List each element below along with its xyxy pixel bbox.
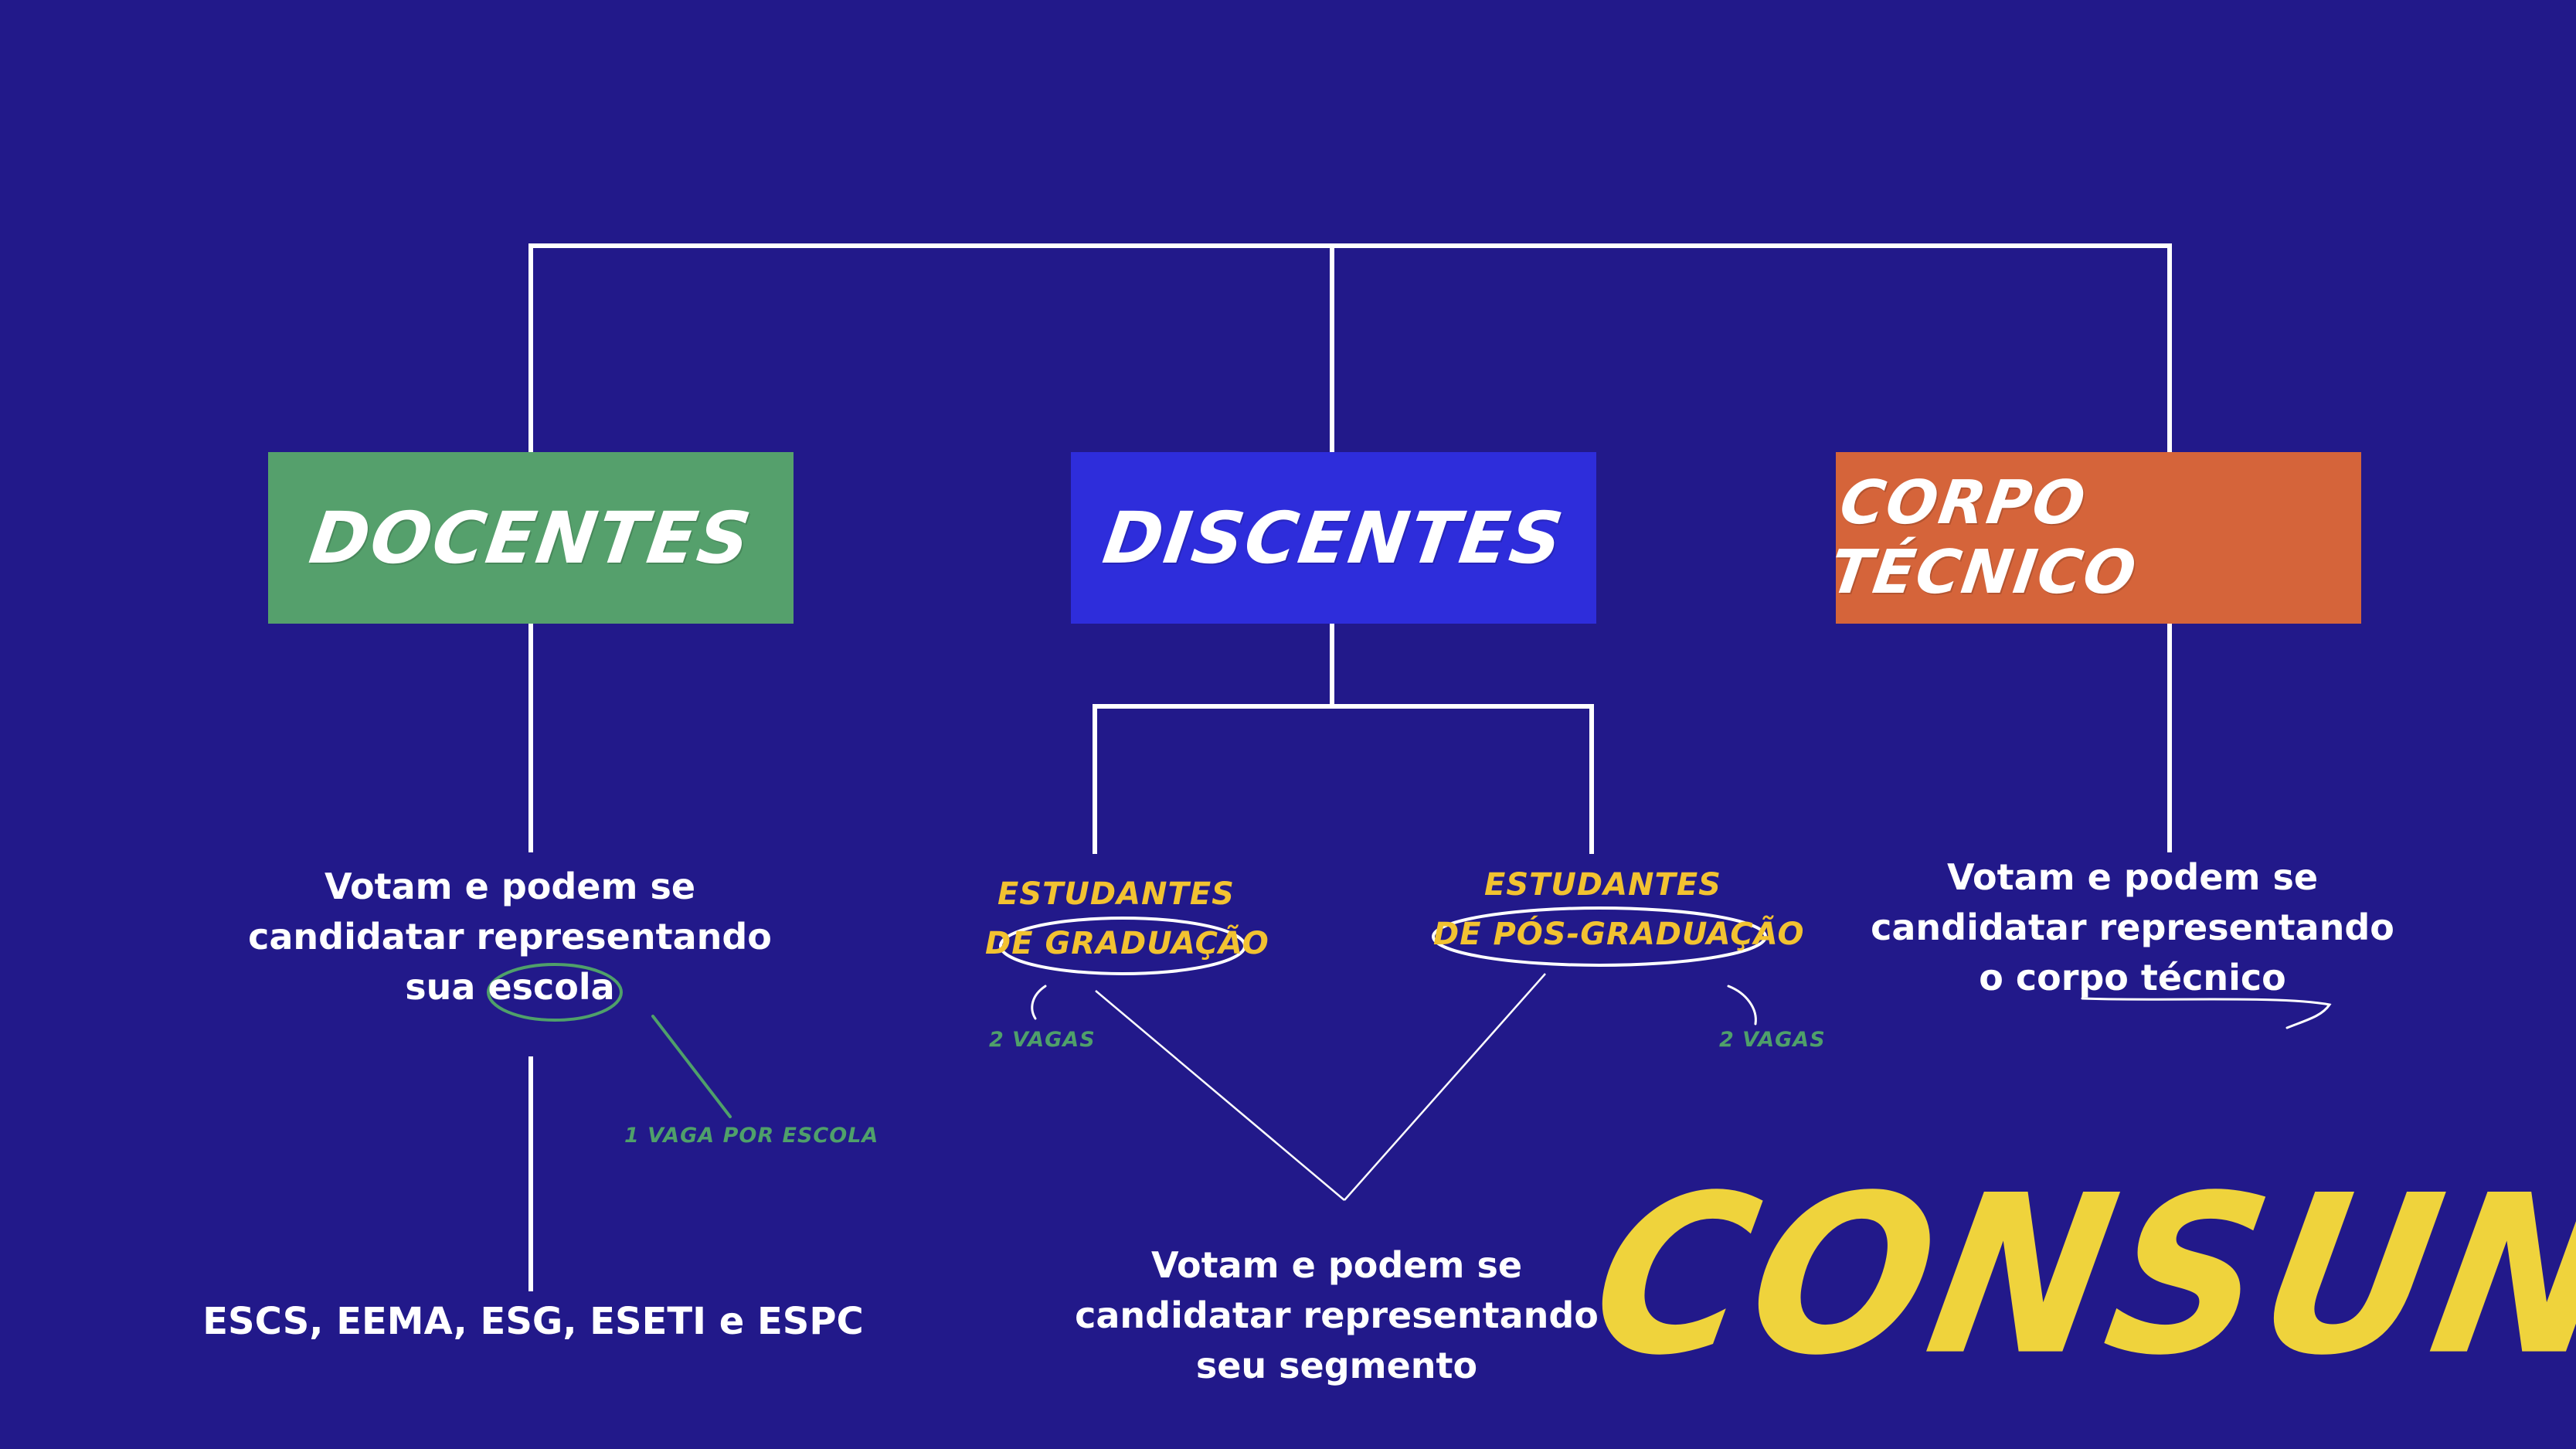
corpo-desc-line3: o corpo técnico bbox=[1862, 953, 2403, 1003]
corpo-desc-line1: Votam e podem se bbox=[1946, 856, 2319, 898]
consuni-logo-text: CONSUNI bbox=[1575, 1147, 2576, 1403]
graduacao-highlight: GRADUAÇÃO bbox=[1045, 926, 1269, 961]
graduacao-note-tick bbox=[1031, 985, 1047, 1020]
corpo-desc-highlight: corpo técnico bbox=[2015, 957, 2286, 998]
docentes-desc-line2: candidatar representando bbox=[248, 916, 772, 957]
discentes-title: DISCENTES bbox=[1098, 496, 1569, 580]
v-line-left bbox=[1095, 990, 1345, 1201]
graduacao-label: ESTUDANTES DE GRADUAÇÃO bbox=[985, 869, 1269, 968]
pos-graduacao-note: 2 VAGAS bbox=[1719, 1028, 1826, 1052]
docentes-title: DOCENTES bbox=[304, 496, 757, 580]
consuni-logo: CONSUNI bbox=[1576, 1148, 2576, 1403]
graduacao-note: 2 VAGAS bbox=[989, 1028, 1096, 1052]
docentes-desc-prefix: sua bbox=[405, 966, 476, 1008]
corpo-tecnico-description: Votam e podem se candidatar representand… bbox=[1862, 852, 2403, 1003]
docentes-desc-highlight: escola bbox=[488, 966, 615, 1008]
pos-graduacao-label: ESTUDANTES DE PÓS-GRADUAÇÃO bbox=[1433, 860, 1805, 959]
corpo-tecnico-title: CORPO TÉCNICO bbox=[1826, 468, 2142, 607]
escola-circle bbox=[487, 963, 623, 1022]
discentes-desc-line2: candidatar representando bbox=[1075, 1294, 1599, 1336]
discentes-box: DISCENTES bbox=[1071, 452, 1596, 624]
discentes-desc-line1: Votam e podem se bbox=[1150, 1244, 1523, 1286]
pos-graduacao-circle bbox=[1432, 906, 1767, 967]
escola-note: 1 VAGA POR ESCOLA bbox=[624, 1124, 879, 1148]
graduacao-circle bbox=[999, 917, 1246, 975]
docentes-box: DOCENTES bbox=[268, 452, 794, 624]
pos-highlight: PÓS-GRADUAÇÃO bbox=[1493, 917, 1805, 952]
docentes-desc-line1: Votam e podem se bbox=[324, 866, 696, 907]
corpo-desc-line2: candidatar representando bbox=[1871, 906, 2394, 948]
docentes-description: Votam e podem se candidatar representand… bbox=[240, 862, 780, 1012]
pos-line1: ESTUDANTES bbox=[1484, 867, 1721, 903]
discentes-desc-line3: seu segmento bbox=[1195, 1345, 1478, 1386]
v-line-right bbox=[1344, 973, 1546, 1201]
graduacao-line1: ESTUDANTES bbox=[997, 876, 1235, 912]
graduacao-prefix: DE bbox=[985, 926, 1034, 961]
docentes-desc-line3: sua escola bbox=[240, 962, 780, 1012]
corpo-desc-prefix: o bbox=[1979, 957, 2003, 998]
escola-pointer bbox=[651, 1015, 732, 1118]
corpo-tecnico-box: CORPO TÉCNICO bbox=[1826, 452, 2361, 624]
pos-prefix: DE bbox=[1433, 917, 1482, 952]
pos-note-tick bbox=[1727, 985, 1757, 1026]
corpo-underline bbox=[2081, 997, 2332, 1029]
schools-list: ESCS, EEMA, ESG, ESETI e ESPC bbox=[202, 1300, 864, 1343]
discentes-description: Votam e podem se candidatar representand… bbox=[1066, 1240, 1607, 1391]
